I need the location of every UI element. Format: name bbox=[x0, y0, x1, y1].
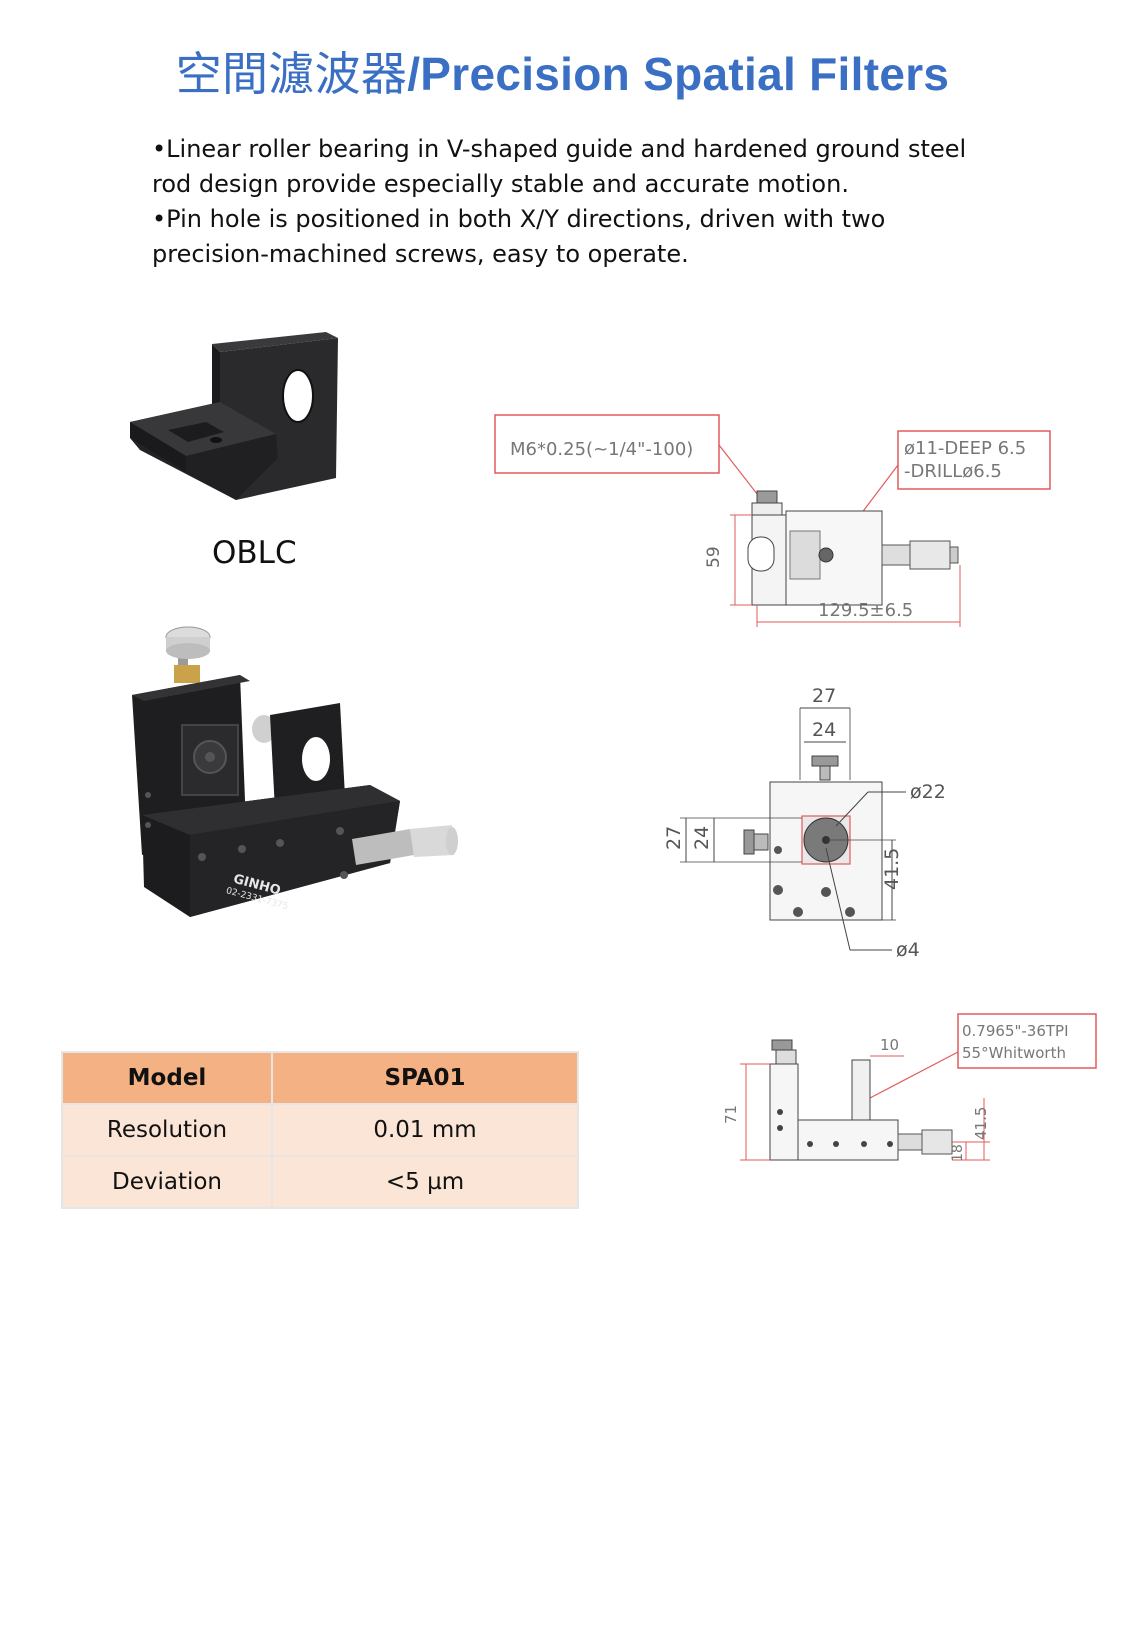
side-width-dim: 129.5±6.5 bbox=[818, 600, 913, 621]
profile-thread-note-1: 0.7965"-36TPI bbox=[962, 1022, 1069, 1040]
offset-dim: 10 bbox=[880, 1036, 899, 1054]
left-inner-dim: 24 bbox=[691, 826, 713, 850]
table-cell: Resolution bbox=[61, 1103, 273, 1157]
front-view-drawing: 27 24 27 24 41.5 ø22 ø4 bbox=[663, 685, 946, 961]
profile-view-drawing: 0.7965"-36TPI 55°Whitworth 10 71 18 41.5 bbox=[722, 1013, 1097, 1162]
product-label: OBLC bbox=[212, 535, 297, 571]
hole-note-1: ø11-DEEP 6.5 bbox=[904, 438, 1026, 459]
table-cell: 0.01 mm bbox=[271, 1103, 579, 1157]
side-height-dim: 59 bbox=[704, 546, 724, 568]
aperture-dim: ø22 bbox=[910, 781, 946, 803]
table-row: Deviation <5 µm bbox=[61, 1155, 579, 1209]
table-cell: <5 µm bbox=[271, 1155, 579, 1209]
pinhole-dim: ø4 bbox=[896, 939, 920, 961]
column-header: SPA01 bbox=[271, 1051, 579, 1105]
page-title: 空間濾波器/Precision Spatial Filters bbox=[0, 38, 1125, 104]
feature-bullet-2: •Pin hole is positioned in both X/Y dire… bbox=[152, 205, 886, 268]
left-outer-dim: 27 bbox=[663, 826, 685, 850]
title-latin: /Precision Spatial Filters bbox=[407, 48, 950, 100]
oblc-bracket-image bbox=[130, 332, 338, 500]
profile-height-dim: 71 bbox=[722, 1105, 740, 1124]
spatial-filter-image: GINHO 02-2331-7375 bbox=[132, 626, 458, 917]
center-dim: 41.5 bbox=[972, 1107, 990, 1140]
height-dim: 41.5 bbox=[881, 848, 903, 890]
profile-thread-note-2: 55°Whitworth bbox=[962, 1044, 1066, 1062]
base-dim: 18 bbox=[950, 1144, 966, 1162]
top-inner-dim: 24 bbox=[812, 719, 836, 741]
title-cjk: 空間濾波器 bbox=[175, 48, 408, 100]
table-header-row: Model SPA01 bbox=[61, 1051, 579, 1105]
table-row: Resolution 0.01 mm bbox=[61, 1103, 579, 1157]
thread-note: M6*0.25(~1/4"-100) bbox=[510, 439, 693, 460]
hole-note-2: -DRILLø6.5 bbox=[904, 461, 1002, 482]
side-view-drawing: M6*0.25(~1/4"-100) ø11-DEEP 6.5 -DRILLø6… bbox=[494, 414, 1051, 627]
top-outer-dim: 27 bbox=[812, 685, 836, 707]
column-header: Model bbox=[61, 1051, 273, 1105]
table-cell: Deviation bbox=[61, 1155, 273, 1209]
feature-list: •Linear roller bearing in V-shaped guide… bbox=[152, 132, 972, 272]
feature-bullet-1: •Linear roller bearing in V-shaped guide… bbox=[152, 135, 967, 198]
specs-table: Model SPA01 Resolution 0.01 mm Deviation… bbox=[61, 1051, 579, 1209]
